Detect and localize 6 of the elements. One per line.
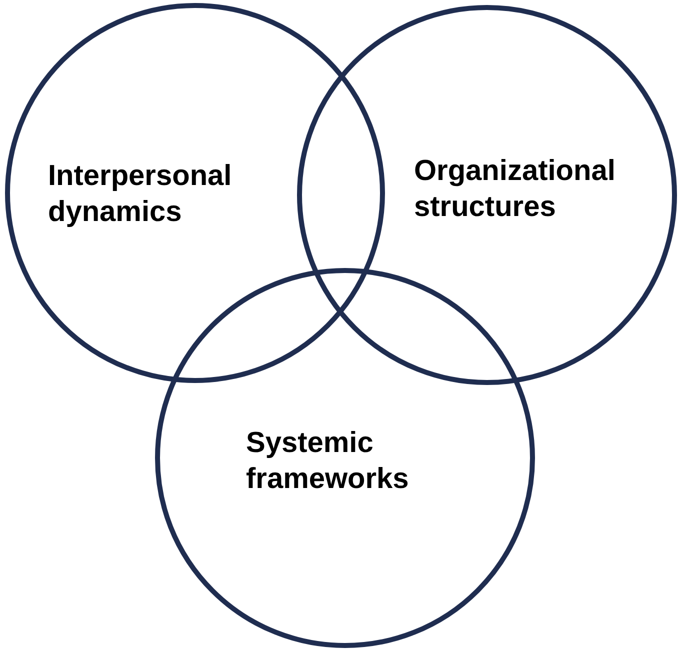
circle-label: Interpersonal dynamics [48,159,233,230]
venn-circle [155,268,535,648]
circle-label: Organizational structures [414,154,616,225]
circle-label: Systemic frameworks [246,426,410,497]
venn-circle [5,3,385,383]
venn-circle [297,5,677,385]
